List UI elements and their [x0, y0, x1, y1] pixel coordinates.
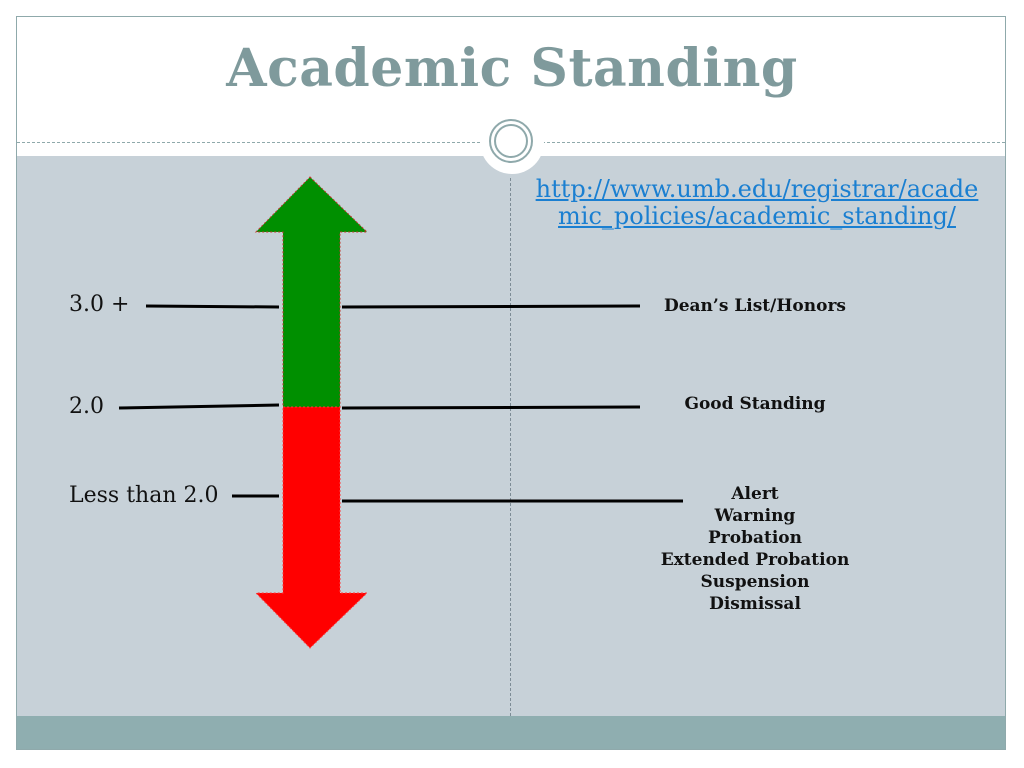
standing-extended-probation: Extended Probation: [660, 550, 850, 570]
content-area: [17, 156, 1005, 716]
registrar-policy-link[interactable]: http://www.umb.edu/registrar/acade mic_p…: [532, 176, 982, 230]
standing-dismissal: Dismissal: [709, 594, 801, 614]
column-divider: [510, 178, 511, 716]
link-line-2: mic_policies/academic_standing/: [558, 202, 956, 230]
gpa-label-3-0-plus: 3.0 +: [69, 292, 130, 317]
slide-title: Academic Standing: [226, 38, 798, 99]
standing-list-low-gpa: Alert Warning Probation Extended Probati…: [640, 483, 870, 615]
line-3-0-right: [341, 304, 641, 309]
standing-good: Good Standing: [684, 394, 826, 414]
standing-suspension: Suspension: [700, 572, 810, 592]
line-2-0-right: [341, 405, 641, 410]
line-2-0-left: [118, 403, 280, 410]
line-3-0-left: [145, 304, 280, 309]
link-line-1: http://www.umb.edu/registrar/acade: [535, 175, 979, 203]
gpa-label-2-0: 2.0: [69, 394, 104, 419]
standing-alert: Alert: [731, 484, 779, 504]
standing-probation: Probation: [708, 528, 802, 548]
gpa-label-less-than-2-0: Less than 2.0: [69, 483, 219, 508]
arrow-upper-green: [254, 176, 369, 408]
standing-warning: Warning: [714, 506, 796, 526]
ornament-ring-inner: [494, 124, 528, 158]
arrow-lower-red: [254, 406, 369, 649]
standing-deans-list: Dean’s List/Honors: [663, 296, 846, 316]
footer-bar: [17, 716, 1005, 749]
